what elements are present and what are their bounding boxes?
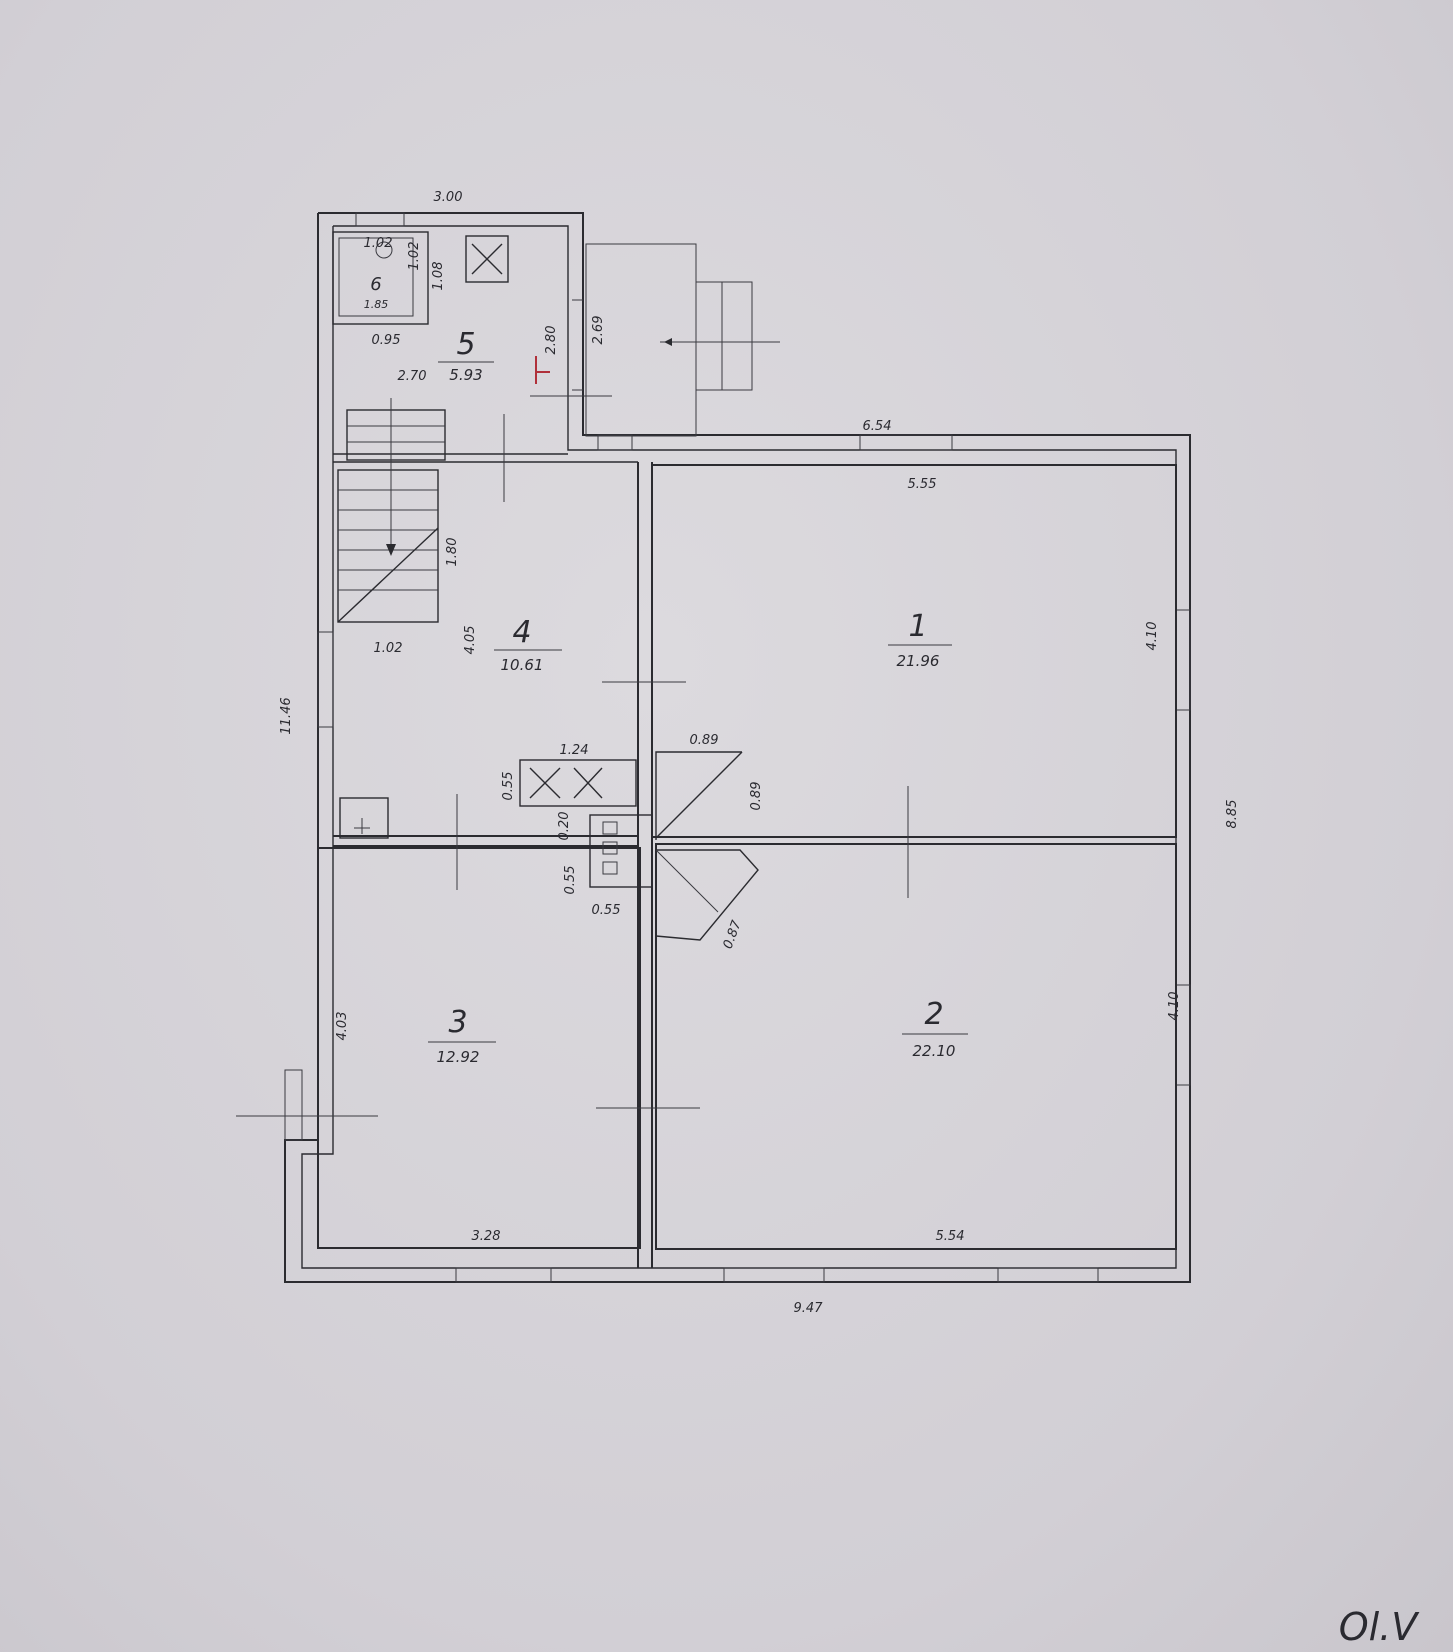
dim-room3-height: 4.03: [335, 1012, 350, 1041]
interior-walls: [317, 231, 1177, 1268]
stove-main: [519, 759, 637, 807]
room-2-outline: [655, 843, 1177, 1250]
window-room3-left: [284, 1069, 303, 1141]
room-1-outline: [651, 464, 1177, 838]
window-annex-top: [355, 212, 405, 227]
room-4-number: 4: [512, 615, 531, 650]
dim-stair-width: 1.02: [374, 641, 403, 656]
room-2-number: 2: [924, 997, 943, 1032]
sink-icon: [375, 241, 393, 259]
dim-stove-depth: 0.55: [501, 772, 516, 801]
outer-wall-inner-line: [301, 225, 1177, 1269]
room-3-number: 3: [448, 1005, 467, 1040]
room-5-number: 5: [456, 327, 475, 362]
axis-marks: [236, 356, 909, 1117]
room-6-area: 1.85: [364, 298, 389, 311]
room-6-number: 6: [370, 274, 381, 295]
dim-room3-width: 3.28: [472, 1229, 501, 1244]
room-4-area: 10.61: [501, 656, 544, 674]
porch-steps-a: [695, 281, 723, 391]
door-entry: [597, 434, 633, 451]
room-1-number: 1: [908, 609, 927, 644]
dim-main-top: 6.54: [863, 419, 892, 434]
window-room1-right: [1175, 609, 1191, 711]
dim-room1-height: 4.10: [1145, 622, 1160, 651]
dim-room2-height: 4.10: [1167, 992, 1182, 1021]
stairs: [337, 398, 446, 623]
dim-diag-c: 0.87: [721, 918, 745, 951]
dim-annex-top: 3.00: [434, 190, 463, 205]
dim-stair-height: 1.80: [445, 538, 460, 567]
dim-room5-width: 2.70: [398, 369, 427, 384]
stair-arrow-icon: [386, 544, 396, 556]
room-3-area: 12.92: [437, 1048, 480, 1066]
dim-porch-height: 2.69: [591, 316, 606, 345]
boiler-box: [339, 797, 389, 839]
porch: [585, 243, 780, 437]
dim-diag-b: 0.89: [749, 782, 764, 811]
dim-chimney-height: 0.55: [563, 866, 578, 895]
room-2-area: 22.10: [913, 1042, 956, 1060]
dim-bath-small: 0.95: [372, 333, 401, 348]
dim-room1-width: 5.55: [908, 477, 937, 492]
dim-overall-width: 9.47: [794, 1301, 824, 1316]
dim-stove-gap: 0.20: [557, 812, 572, 841]
signature: Ol.V: [1339, 1605, 1421, 1649]
dim-room2-width: 5.54: [936, 1229, 965, 1244]
room-labels: 1 21.96 2 22.10 3 12.92 4 10.61 5 5.93 6…: [364, 274, 968, 1066]
staircase: [337, 469, 439, 623]
stove-annex-icon: [465, 235, 509, 283]
entry-arrow-icon: [664, 338, 672, 346]
window-room3-bottom: [455, 1267, 552, 1283]
dimension-labels: 9.47 11.46 8.85 3.00 6.54 5.55 4.10 5.54…: [279, 190, 1240, 1316]
porch-steps-b: [721, 281, 753, 391]
dim-stove-width: 1.24: [560, 743, 589, 758]
window-room1-top: [859, 434, 953, 451]
dim-room5-height: 2.80: [544, 326, 559, 355]
window-room2-bottom-a: [723, 1267, 825, 1283]
room-6-outline: [332, 231, 429, 325]
room-5-area: 5.93: [449, 366, 482, 384]
dim-overall-height-right: 8.85: [1225, 800, 1240, 829]
dim-chimney-width: 0.55: [592, 903, 621, 918]
dim-room4-height: 4.05: [463, 626, 478, 655]
dim-bath-w: 1.08: [431, 262, 446, 291]
dim-diag-a: 0.89: [690, 733, 719, 748]
stove-group: [339, 751, 759, 941]
dim-bath-h: 1.02: [407, 242, 422, 271]
room-1-area: 21.96: [897, 652, 940, 670]
dim-bath-small2: 1.02: [364, 236, 393, 251]
window-room4-left: [317, 631, 334, 728]
stair-break-line: [337, 527, 439, 623]
dim-overall-height-left: 11.46: [279, 697, 294, 734]
window-room2-bottom-b: [997, 1267, 1099, 1283]
room-3-outline: [317, 847, 641, 1249]
chimney: [589, 814, 653, 888]
